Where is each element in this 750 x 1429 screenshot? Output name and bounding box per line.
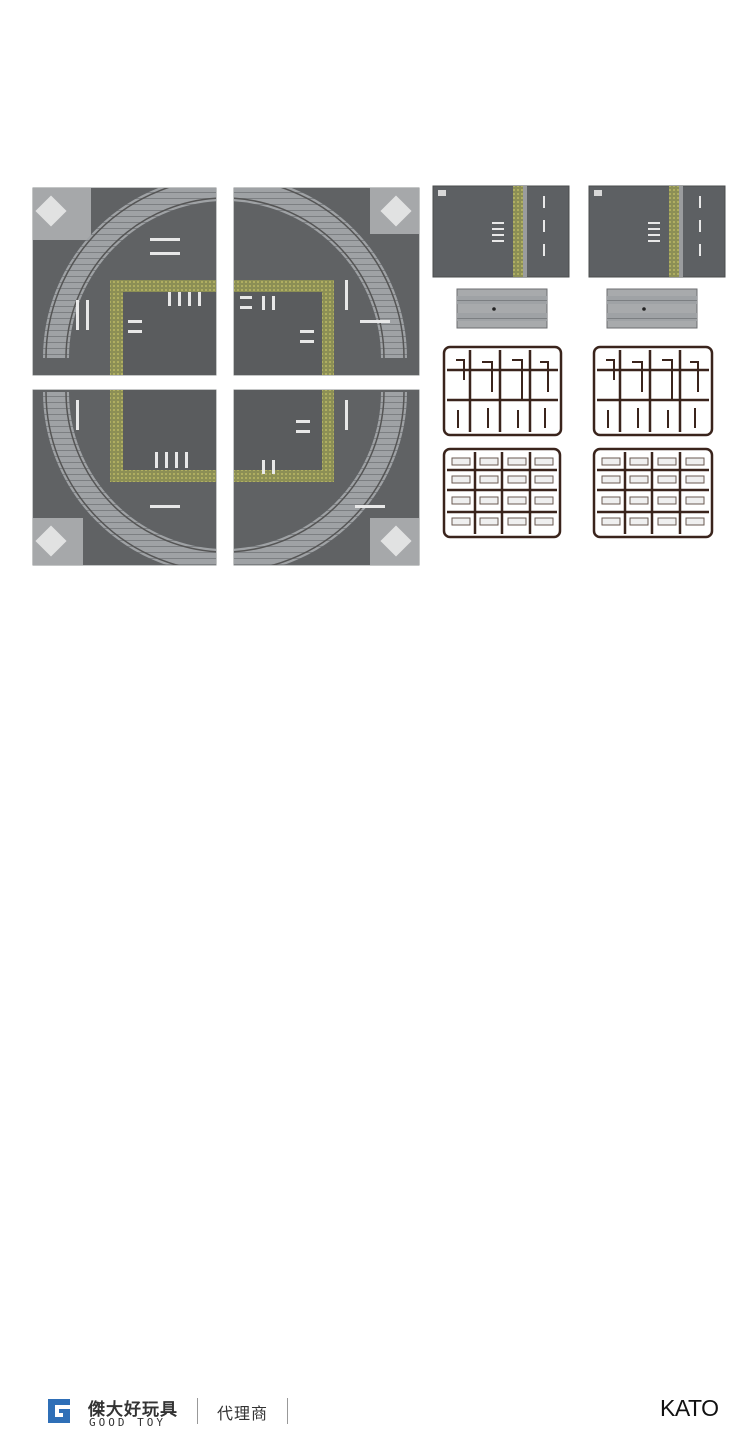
road-plate-top-right <box>233 187 420 376</box>
kato-logo: KATO <box>660 1395 719 1421</box>
sprue-frame-top-left <box>442 345 563 437</box>
footer-divider-left <box>197 1398 198 1424</box>
straight-track-left <box>456 288 548 329</box>
straight-road-plate-right <box>588 185 726 278</box>
good-toy-logo-icon <box>48 1399 70 1423</box>
sprue-frame-bottom-right <box>592 447 714 539</box>
product-photo <box>32 185 726 566</box>
straight-track-right <box>606 288 698 329</box>
footer-bar: 傑大好玩具 GOOD TOY 代理商 KATO <box>0 690 750 1429</box>
road-plate-bottom-left <box>32 389 217 566</box>
road-plate-top-left <box>32 187 217 376</box>
sprue-frame-bottom-left <box>442 447 562 539</box>
road-plate-bottom-right <box>233 389 420 566</box>
straight-road-plate-left <box>432 185 570 278</box>
agent-label: 代理商 <box>217 1404 269 1423</box>
sprue-frame-top-right <box>592 345 714 437</box>
brand-name-english: GOOD TOY <box>89 1416 166 1429</box>
footer-divider-right <box>287 1398 288 1424</box>
